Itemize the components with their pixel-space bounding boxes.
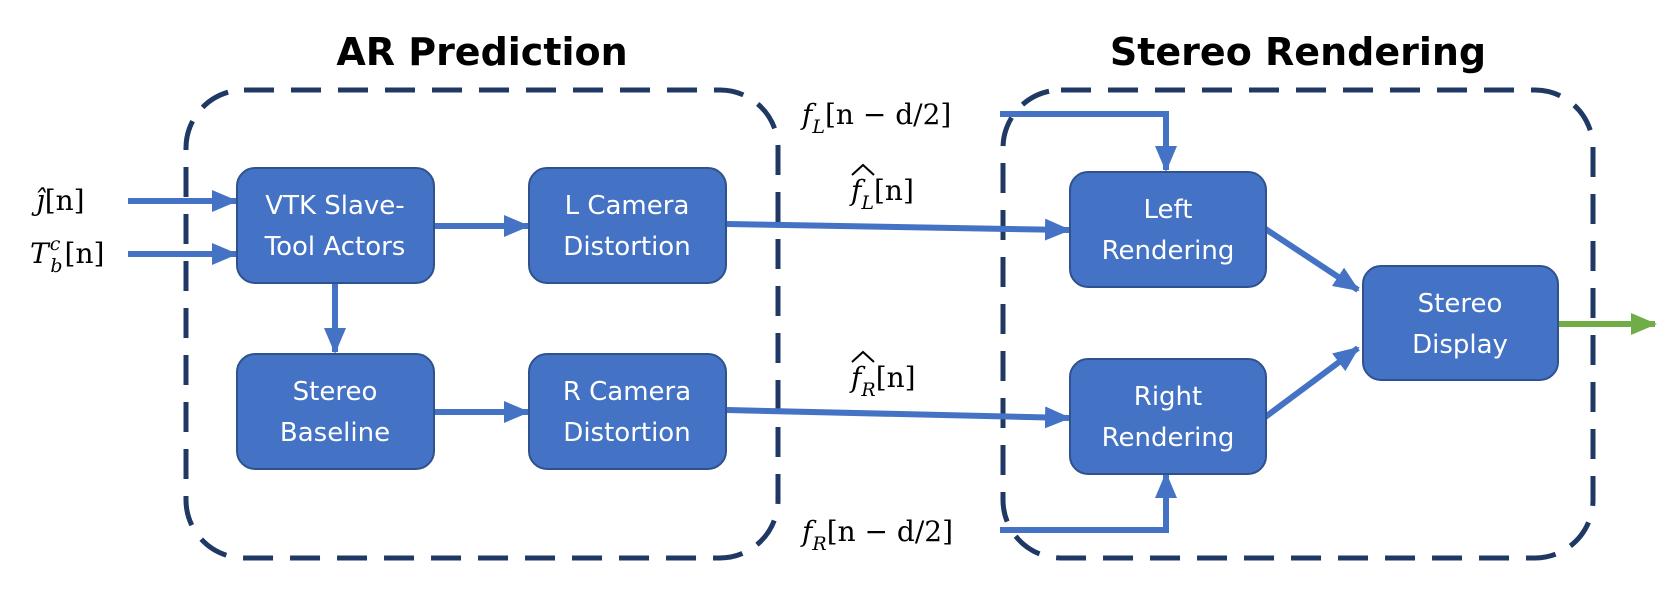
block-stereo-baseline-line1: Stereo xyxy=(293,377,378,407)
block-l-camera-line2: Distortion xyxy=(563,232,690,262)
block-stereo-display-line2: Display xyxy=(1412,330,1508,360)
arrow-rcam-to-right xyxy=(726,406,1071,429)
block-l-camera-distortion: L Camera Distortion xyxy=(528,167,727,284)
signal-fL-delayed: fL[n − d/2] xyxy=(800,98,951,138)
block-right-rendering: Right Rendering xyxy=(1069,358,1267,475)
signal-fL-hat: fL[n] xyxy=(849,163,914,214)
arrow-fR-delayed-to-right xyxy=(1000,472,1177,533)
arrow-fL-delayed-to-left xyxy=(1000,111,1177,172)
block-right-rendering-line1: Right xyxy=(1134,382,1202,412)
arrow-left-to-display xyxy=(1262,225,1360,293)
block-left-rendering-line1: Left xyxy=(1144,195,1193,225)
block-r-camera-line2: Distortion xyxy=(563,418,690,448)
block-stereo-baseline-line2: Baseline xyxy=(280,418,390,448)
stereo-rendering-group xyxy=(1000,87,1596,561)
block-vtk-actors-line2: Tool Actors xyxy=(264,232,406,262)
signal-j-hat: ĵ[n] xyxy=(31,184,85,217)
ar-prediction-group xyxy=(183,87,781,561)
block-right-rendering-line2: Rendering xyxy=(1102,423,1235,453)
svg-text:fL[n]: fL[n] xyxy=(849,174,914,214)
block-vtk-actors: VTK Slave- Tool Actors xyxy=(236,167,435,284)
svg-text:fR[n]: fR[n] xyxy=(849,361,916,401)
arrow-lcam-to-left xyxy=(726,218,1071,241)
block-stereo-display: Stereo Display xyxy=(1362,265,1559,381)
block-l-camera-line1: L Camera xyxy=(565,191,690,221)
block-stereo-display-line1: Stereo xyxy=(1418,289,1503,319)
signal-fR-delayed: fR[n − d/2] xyxy=(800,515,953,555)
block-left-rendering: Left Rendering xyxy=(1069,171,1267,288)
signal-fR-hat: fR[n] xyxy=(849,350,916,401)
stereo-rendering-title: Stereo Rendering xyxy=(1110,30,1486,74)
block-left-rendering-line2: Rendering xyxy=(1102,236,1235,266)
block-r-camera-line1: R Camera xyxy=(563,377,691,407)
ar-prediction-title: AR Prediction xyxy=(336,30,627,74)
block-stereo-baseline: Stereo Baseline xyxy=(236,353,435,470)
arrow-right-to-display xyxy=(1262,345,1360,421)
block-r-camera-distortion: R Camera Distortion xyxy=(528,353,727,470)
block-vtk-actors-line1: VTK Slave- xyxy=(265,191,404,221)
